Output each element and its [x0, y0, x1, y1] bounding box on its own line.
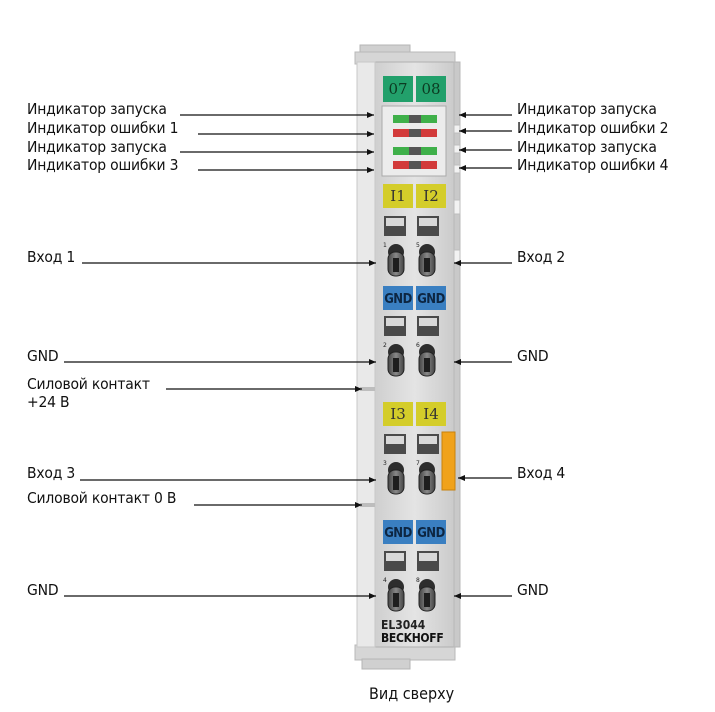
label-run-led-1: Индикатор запуска [27, 100, 167, 118]
input-tag-i4 [416, 402, 446, 426]
label-run-led-2: Индикатор запуска [517, 100, 657, 118]
label-gnd-4: GND [517, 581, 549, 599]
terminal-number-7: 7 [416, 460, 420, 467]
terminal-screw-5[interactable] [418, 244, 436, 277]
model-number: EL3044 [381, 618, 426, 632]
terminal-screw-2[interactable] [387, 344, 405, 377]
leader-lines-right [454, 112, 512, 599]
led-window [381, 105, 447, 177]
gnd-tags-top: GND GND [383, 286, 446, 310]
input-tags-top: I1 I2 [383, 184, 446, 208]
run-led-2 [421, 115, 437, 123]
input-tag-i3 [383, 402, 413, 426]
input-tag-i1-text: I1 [390, 187, 405, 205]
label-error-led-3: Индикатор ошибки 3 [27, 156, 179, 174]
error-led-1 [393, 129, 409, 137]
terminal-number-8: 8 [416, 577, 420, 584]
terminal-number-3: 3 [383, 460, 387, 467]
terminal-number-1: 1 [383, 242, 387, 249]
label-input-2: Вход 2 [517, 248, 566, 266]
error-led-2 [421, 129, 437, 137]
terminal-screw-3[interactable] [387, 462, 405, 495]
channel-tag-08 [416, 76, 446, 102]
channel-tag-07 [383, 76, 413, 102]
label-error-led-4: Индикатор ошибки 4 [517, 156, 669, 174]
terminal-number-4: 4 [383, 577, 387, 584]
gnd-tag-text: GND [384, 526, 412, 541]
brand-logo: BECKHOFF [381, 631, 443, 645]
terminal-screw-7[interactable] [418, 462, 436, 495]
power-contact-24v [360, 387, 375, 391]
terminal-block-1: 1 5 [383, 216, 439, 277]
label-input-3: Вход 3 [27, 464, 76, 482]
terminal-screw-4[interactable] [387, 579, 405, 612]
input-tag-i3-text: I3 [390, 405, 405, 423]
bottom-rail-clip [354, 644, 456, 670]
label-input-1: Вход 1 [27, 248, 76, 266]
label-error-led-1: Индикатор ошибки 1 [27, 119, 179, 137]
gnd-tag-text: GND [384, 292, 412, 307]
top-rail-clip [354, 44, 456, 65]
label-run-led-4: Индикатор запуска [517, 138, 657, 156]
run-led-3 [393, 147, 409, 155]
input-tag-i4-text: I4 [423, 405, 438, 423]
label-power-contact-0v: Силовой контакт 0 В [27, 489, 177, 507]
terminal-block-2: 2 6 [383, 316, 439, 377]
power-contact-0v [360, 503, 375, 507]
terminal-number-5: 5 [416, 242, 420, 249]
terminal-block-3: 3 7 [383, 434, 439, 495]
error-led-4 [421, 161, 437, 169]
label-gnd-2: GND [517, 347, 549, 365]
label-input-4: Вход 4 [517, 464, 566, 482]
input-tags-bottom: I3 I4 [383, 402, 446, 426]
input-tag-i1 [383, 184, 413, 208]
input-tag-i2-text: I2 [423, 187, 438, 205]
input-tag-i2 [416, 184, 446, 208]
leader-lines-left [64, 112, 376, 599]
gnd-tag-text: GND [417, 292, 445, 307]
channel-tag-07-text: 07 [388, 80, 407, 98]
label-gnd-3: GND [27, 581, 59, 599]
label-power-contact-24v-line2: +24 В [27, 393, 70, 411]
label-gnd-1: GND [27, 347, 59, 365]
terminal-number-6: 6 [416, 342, 420, 349]
run-led-4 [421, 147, 437, 155]
label-error-led-2: Индикатор ошибки 2 [517, 119, 669, 137]
side-tab-orange [441, 431, 456, 491]
terminal-screw-8[interactable] [418, 579, 436, 612]
view-caption: Вид сверху [369, 684, 455, 703]
terminal-block-4: 4 8 [383, 551, 439, 612]
channel-tag-08-text: 08 [421, 80, 440, 98]
channel-tags: 07 08 [383, 76, 446, 102]
terminal-screw-1[interactable] [387, 244, 405, 277]
gnd-tags-bottom: GND GND [383, 520, 446, 544]
gnd-tag-text: GND [417, 526, 445, 541]
terminal-number-2: 2 [383, 342, 387, 349]
terminal-screw-6[interactable] [418, 344, 436, 377]
label-power-contact-24v-line1: Силовой контакт [27, 375, 150, 393]
error-led-3 [393, 161, 409, 169]
label-run-led-3: Индикатор запуска [27, 138, 167, 156]
run-led-1 [393, 115, 409, 123]
